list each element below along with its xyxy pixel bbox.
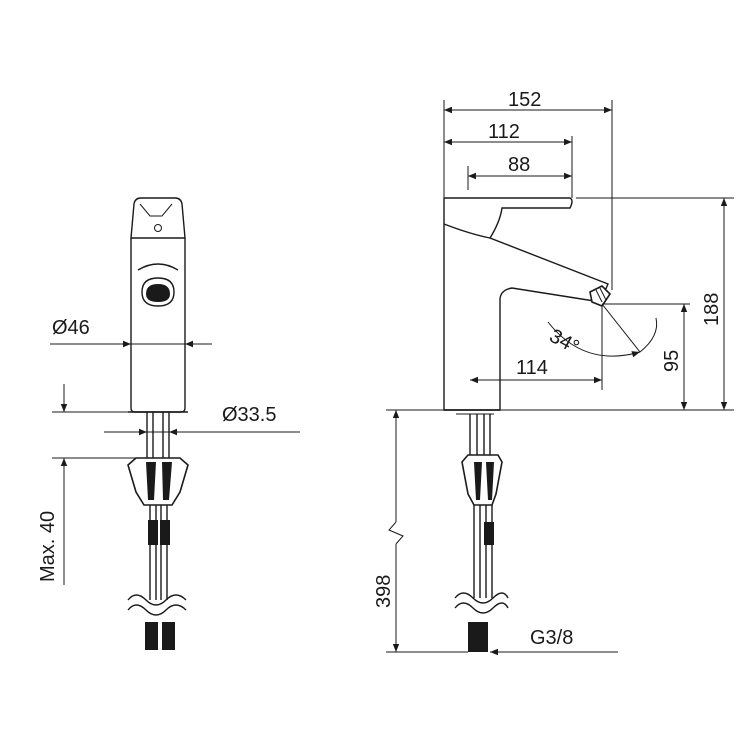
front-view: Ø46 Ø33.5 Max. 40 — [37, 197, 300, 650]
dim-lever-length: 112 — [488, 121, 520, 143]
side-break-mark — [454, 592, 509, 614]
side-view: 152 112 88 114 34° 188 95 398 G3/8 — [373, 89, 734, 656]
dim-spout-reach: 114 — [516, 357, 548, 379]
dim-spout-angle: 34° — [546, 325, 583, 359]
dim-max-thickness: Max. 40 — [37, 511, 59, 582]
front-hose-fittings — [145, 622, 175, 650]
dim-total-height: 188 — [701, 293, 723, 326]
front-lever — [130, 197, 186, 239]
dim-spout-top: 88 — [508, 154, 530, 176]
front-clamp — [127, 457, 189, 506]
side-body-outline — [443, 198, 589, 411]
front-break-mark — [127, 594, 187, 616]
dim-hose-length: 398 — [373, 575, 395, 608]
front-hoses — [149, 505, 168, 600]
dim-connection-thread: G3/8 — [530, 627, 573, 649]
side-hoses — [473, 505, 493, 598]
dim-shank-diameter: Ø33.5 — [222, 404, 276, 426]
dim-outlet-height: 95 — [661, 350, 683, 372]
side-lever-spout — [444, 197, 609, 303]
side-clamp — [461, 454, 503, 506]
dim-body-diameter: Ø46 — [52, 317, 90, 339]
front-shank — [146, 412, 170, 458]
dim-overall-length: 152 — [508, 89, 541, 111]
side-shank — [469, 414, 491, 455]
side-hose-fitting — [468, 622, 488, 652]
